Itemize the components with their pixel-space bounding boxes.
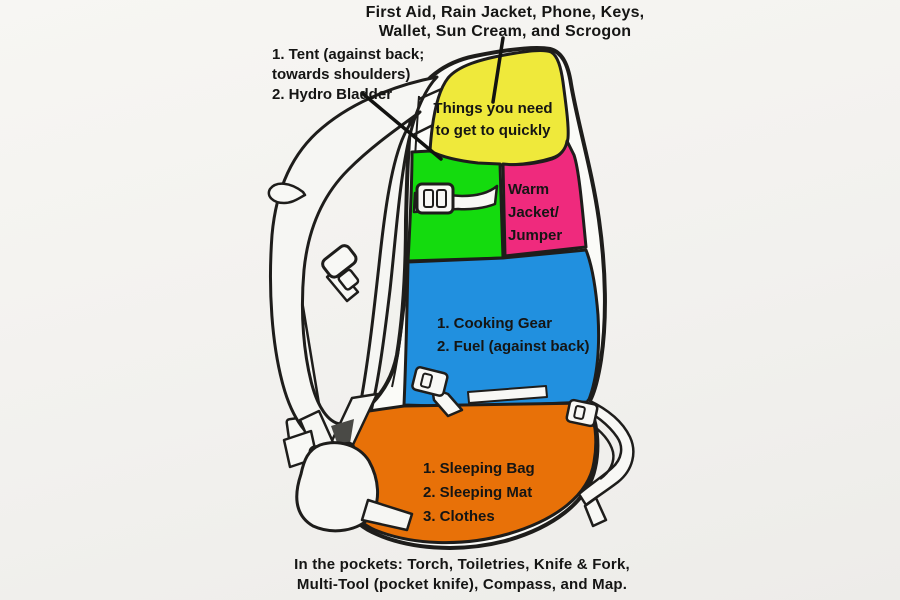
lid-region-label: Things you need to get to quickly bbox=[412, 98, 574, 142]
divider-strap bbox=[467, 385, 548, 404]
haul-loop bbox=[267, 182, 307, 205]
orange-label-line-1: 1. Sleeping Bag bbox=[423, 460, 535, 477]
against-back-note: 1. Tent (against back; towards shoulders… bbox=[272, 45, 424, 105]
hip-pad-strap bbox=[360, 498, 414, 532]
side-strap-buckle bbox=[565, 398, 599, 428]
pockets-contents-note: In the pockets: Torch, Toiletries, Knife… bbox=[250, 555, 674, 595]
sleeping-bag-region-label: 1. Sleeping Bag 2. Sleeping Mat 3. Cloth… bbox=[423, 457, 535, 529]
blue-label-line-2: 2. Fuel (against back) bbox=[437, 338, 590, 355]
region-upper-front bbox=[501, 139, 588, 258]
left-note-line-3: 2. Hydro Bladder bbox=[272, 86, 393, 103]
bite-valve bbox=[321, 244, 358, 279]
side-strap-end bbox=[583, 496, 608, 528]
lower-buckle-bar bbox=[419, 372, 433, 389]
pointer-line-left bbox=[360, 91, 443, 161]
hose-collar bbox=[337, 268, 360, 291]
lid-label-line-2: to get to quickly bbox=[435, 122, 551, 139]
side-strap-buckle-bar bbox=[573, 405, 586, 420]
hip-pad bbox=[295, 441, 379, 533]
pointer-line-top bbox=[491, 36, 505, 104]
lid-label-line-1: Things you need bbox=[433, 100, 553, 117]
top-pockets-note: First Aid, Rain Jacket, Phone, Keys, Wal… bbox=[340, 3, 670, 41]
chest-buckle-bar-1 bbox=[423, 189, 434, 208]
orange-label-line-3: 3. Clothes bbox=[423, 508, 495, 525]
left-note-line-2: towards shoulders) bbox=[272, 66, 411, 83]
side-strap-inner bbox=[587, 420, 615, 481]
pink-label-line-1: Warm bbox=[508, 181, 550, 198]
bottom-note-line-1: In the pockets: Torch, Toiletries, Knife… bbox=[294, 556, 630, 573]
chest-buckle bbox=[415, 182, 455, 215]
blue-label-line-1: 1. Cooking Gear bbox=[437, 315, 553, 332]
top-note-line-1: First Aid, Rain Jacket, Phone, Keys, bbox=[365, 4, 645, 21]
top-note-line-2: Wallet, Sun Cream, and Scrogon bbox=[378, 23, 632, 40]
chest-buckle-bar-2 bbox=[436, 189, 447, 208]
warm-jacket-region-label: Warm Jacket/ Jumper bbox=[508, 178, 562, 247]
cooking-gear-region-label: 1. Cooking Gear 2. Fuel (against back) bbox=[437, 312, 590, 358]
side-strap-loop bbox=[577, 398, 635, 507]
pink-label-line-3: Jumper bbox=[508, 227, 563, 244]
left-note-line-1: 1. Tent (against back; bbox=[272, 46, 425, 63]
region-middle bbox=[402, 248, 601, 409]
bottom-note-line-2: Multi-Tool (pocket knife), Compass, and … bbox=[296, 576, 628, 593]
pink-label-line-2: Jacket/ bbox=[508, 204, 559, 221]
orange-label-line-2: 2. Sleeping Mat bbox=[423, 484, 533, 501]
